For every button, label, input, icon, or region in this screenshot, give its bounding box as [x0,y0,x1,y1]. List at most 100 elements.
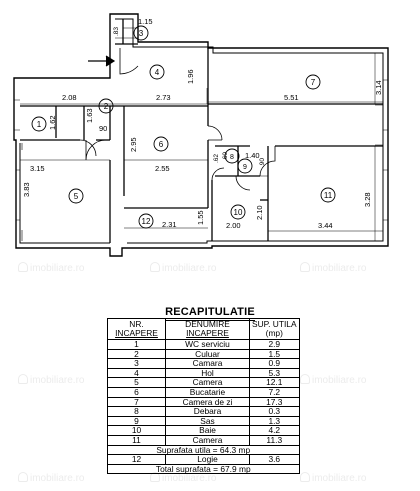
room-marker [305,74,321,90]
total-area-row: Total suprafata = 67.9 mp [107,463,300,475]
cell-name: Logie [165,454,250,465]
col-header-denumire: DENUMIRE INCAPERE [165,318,250,340]
doors [79,48,276,191]
door-room-11 [259,146,276,177]
dim-label: 3.14 [374,80,383,95]
dimension-lines [20,27,383,241]
dim-label: 2.00 [226,221,241,230]
dim-label: 90 [99,124,107,133]
dim-label: .90 [259,158,266,167]
dim-label: .62 [213,154,220,163]
header-line: INCAPERE [115,328,158,338]
cell-nr: 8 [107,406,166,417]
dim-label: .83 [113,27,120,36]
cell-nr: 3 [107,358,166,369]
cell-name: WC serviciu [165,339,250,350]
dim-label: 2.31 [162,220,177,229]
house-logo-icon [300,472,310,482]
house-logo-icon [18,472,28,482]
door-room-10 [211,167,225,181]
dim-label: 1.63 [85,108,94,123]
room-numbers: 3 4 7 1 2 6 5 8 9 10 11 12 [37,29,333,226]
cell-nr: 12 [107,454,166,465]
recap-table: NR. INCAPERE DENUMIRE INCAPERE SUP. UTIL… [107,318,300,475]
entrance-arrow-icon [88,55,116,67]
cell-nr: 6 [107,386,166,398]
cell-area: 11.3 [249,434,300,446]
col-header-nr: NR. INCAPERE [107,318,166,340]
watermark: imobiliare.ro [300,262,366,274]
room-markers [31,25,336,229]
watermark: imobiliare.ro [18,472,84,484]
dim-label: 2.73 [156,93,171,102]
room-number-5: 5 [74,192,79,201]
room-number-6: 6 [159,140,164,149]
dim-label: 3.83 [22,182,31,197]
dim-label: 1.40 [245,151,260,160]
room-marker [224,148,240,164]
room-number-11: 11 [324,191,333,200]
cell-area: 2.9 [249,339,300,350]
room-number-10: 10 [234,208,243,217]
watermark: imobiliare.ro [300,374,366,386]
room-number-3: 3 [139,29,144,38]
house-logo-icon [300,262,310,272]
cell-name: Baie [165,425,250,436]
watermark: imobiliare.ro [300,472,366,484]
watermark: imobiliare.ro [18,262,84,274]
room-number-12: 12 [142,217,151,226]
dim-label: 2.55 [155,164,170,173]
cell-area: 7.2 [249,386,300,398]
floor-plan: 3 4 7 1 2 6 5 8 9 10 11 12 1.15 .83 1.96… [13,13,389,257]
dim-label: 1.55 [196,210,205,225]
cell-name: Bucatarie [165,386,250,398]
dim-label: 3.44 [318,221,333,230]
room-number-8: 8 [230,154,234,161]
room-marker [153,136,169,152]
dim-label: 2.10 [255,205,264,220]
dim-label: 1.62 [48,115,57,130]
room-number-9: 9 [243,164,247,171]
radiator-marks [21,104,383,241]
door-entrance [119,48,139,75]
house-logo-icon [18,374,28,384]
house-logo-icon [300,374,310,384]
cell-area: 0.3 [249,406,300,417]
header-line: SUP. UTILA [252,318,297,329]
windows [14,47,388,249]
total-area: Total suprafata = 67.9 mp [107,463,300,475]
room-marker [133,25,149,41]
door-room-9 [235,175,251,191]
cell-name: Camera [165,434,250,446]
room-number-7: 7 [311,78,316,87]
header-line: DENUMIRE [185,318,230,329]
room-marker [230,204,246,220]
cell-area: 4.2 [249,425,300,436]
room-number-1: 1 [37,120,42,129]
dim-label: 1.96 [186,69,195,84]
room-marker [149,64,165,80]
watermark: imobiliare.ro [150,262,216,274]
door-room-7 [207,125,223,141]
house-logo-icon [18,262,28,272]
cell-area: 0.9 [249,358,300,369]
room-marker [320,187,336,203]
dim-label: 3.15 [30,164,45,173]
dim-label: 3.28 [363,192,372,207]
cell-area: 3.6 [249,454,300,465]
door-room-5 [79,139,97,157]
cell-nr: 10 [107,425,166,436]
header-line: (mp) [265,328,283,338]
house-logo-icon [150,262,160,272]
room-number-2: 2 [104,102,109,111]
dimension-labels: 1.15 .83 1.96 3.14 2.08 2.73 5.51 1.62 1… [22,17,383,230]
cell-name: Camara [165,358,250,369]
recap-title: RECAPITULATIE [165,306,255,318]
room-marker [237,158,253,174]
